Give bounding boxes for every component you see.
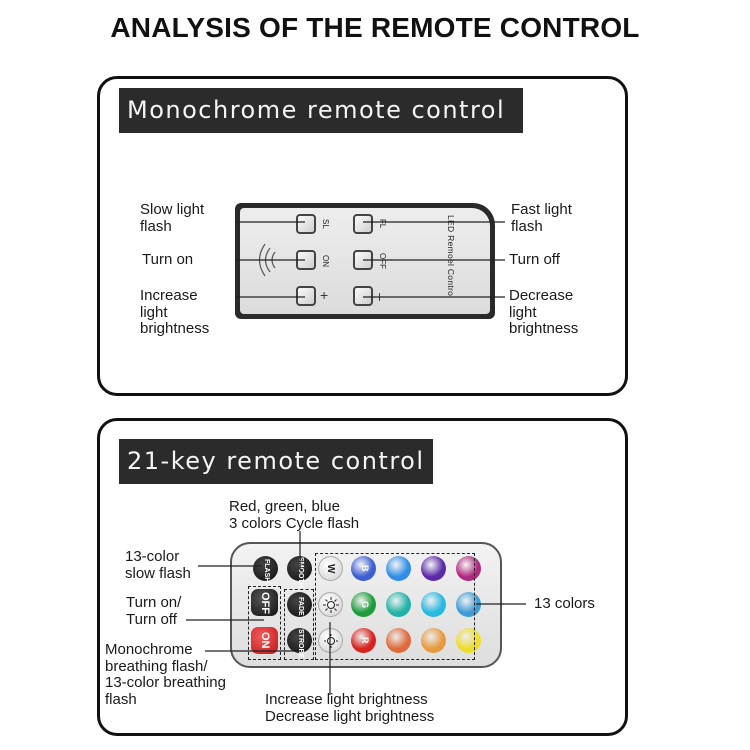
callout-rgb-cycle: Red, green, blue 3 colors Cycle flash <box>229 498 360 532</box>
color-key[interactable] <box>456 628 481 653</box>
callout-slow-flash: Slow light flash <box>140 201 205 235</box>
color-key[interactable] <box>456 556 481 581</box>
callout-increase: Increase light brightness <box>140 287 210 337</box>
color-key[interactable] <box>351 592 376 617</box>
white-key[interactable] <box>318 556 343 581</box>
callout-decrease: Decrease light brightness <box>509 287 579 337</box>
monochrome-heading: Monochrome remote control <box>119 88 523 133</box>
increase-key[interactable] <box>296 286 316 306</box>
dashed-box-modes <box>284 589 314 660</box>
page-title: ANALYSIS OF THE REMOTE CONTROL <box>110 12 640 43</box>
callout-on-off: Turn on/ Turn off <box>126 594 182 628</box>
color-key[interactable] <box>421 592 446 617</box>
dashed-box-onoff <box>248 586 281 660</box>
flash-key[interactable] <box>253 556 278 581</box>
strobe-key[interactable] <box>287 628 312 653</box>
callout-breathing: Monochrome breathing flash/ 13-color bre… <box>105 641 226 708</box>
off-key[interactable] <box>251 589 278 616</box>
fade-key[interactable] <box>287 592 312 617</box>
dashed-box-colors <box>315 553 475 660</box>
sun-icon <box>323 597 339 613</box>
color-key[interactable] <box>421 628 446 653</box>
color-key[interactable] <box>386 592 411 617</box>
decrease-key[interactable] <box>353 286 373 306</box>
callout-fast-flash: Fast light flash <box>511 201 572 235</box>
callout-turn-off: Turn off <box>509 251 560 268</box>
color-key[interactable] <box>386 556 411 581</box>
callout-turn-on: Turn on <box>142 251 194 268</box>
plus-symbol: + <box>320 287 329 303</box>
rgb-heading: 21-key remote control <box>119 439 433 484</box>
on-key[interactable] <box>251 627 278 654</box>
slow-flash-key[interactable] <box>296 214 316 234</box>
color-key[interactable] <box>386 628 411 653</box>
fast-flash-key[interactable] <box>353 214 373 234</box>
callout-slow-13: 13-color slow flash <box>125 548 191 582</box>
color-key[interactable] <box>351 628 376 653</box>
callout-13-colors: 13 colors <box>534 595 595 612</box>
color-key[interactable] <box>351 556 376 581</box>
color-key[interactable] <box>421 556 446 581</box>
sun-dim-icon <box>324 634 338 648</box>
callout-brightness: Increase light brightness Decrease light… <box>265 691 435 725</box>
